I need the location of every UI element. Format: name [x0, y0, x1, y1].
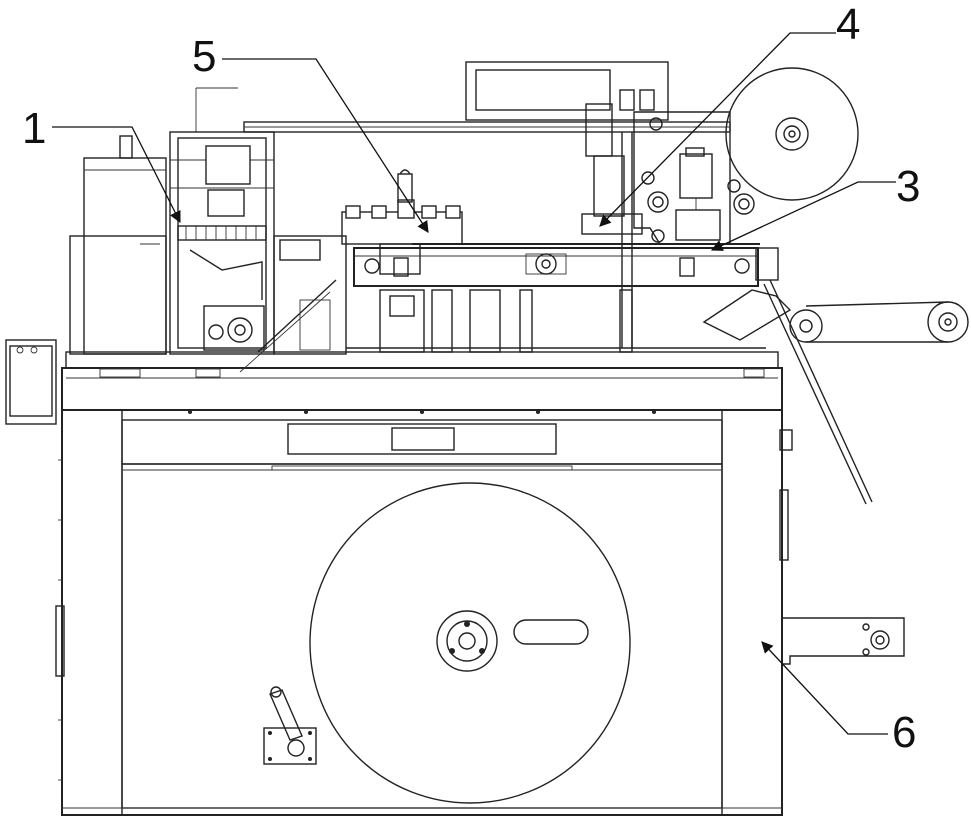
- right-bracket: [782, 618, 904, 664]
- top-right-reel: [726, 68, 858, 200]
- conveyor-beam: [354, 244, 760, 286]
- callout-1: 6: [892, 708, 916, 757]
- base-cabinet: [56, 410, 792, 815]
- callout-3: 3: [896, 162, 920, 211]
- control-box: [6, 340, 56, 424]
- vertical-column: [582, 104, 642, 348]
- lever-handle: [264, 687, 316, 764]
- left-housing: [70, 136, 166, 354]
- callouts: 1 5 4 3 6: [22, 0, 920, 757]
- supply-reel: [310, 483, 630, 803]
- callout-5: 5: [192, 32, 216, 81]
- table-top: [62, 352, 782, 414]
- frame-column: [170, 88, 274, 354]
- lower-supports: [346, 290, 766, 352]
- callout-4: 4: [836, 0, 860, 49]
- callout-6: 1: [22, 104, 46, 153]
